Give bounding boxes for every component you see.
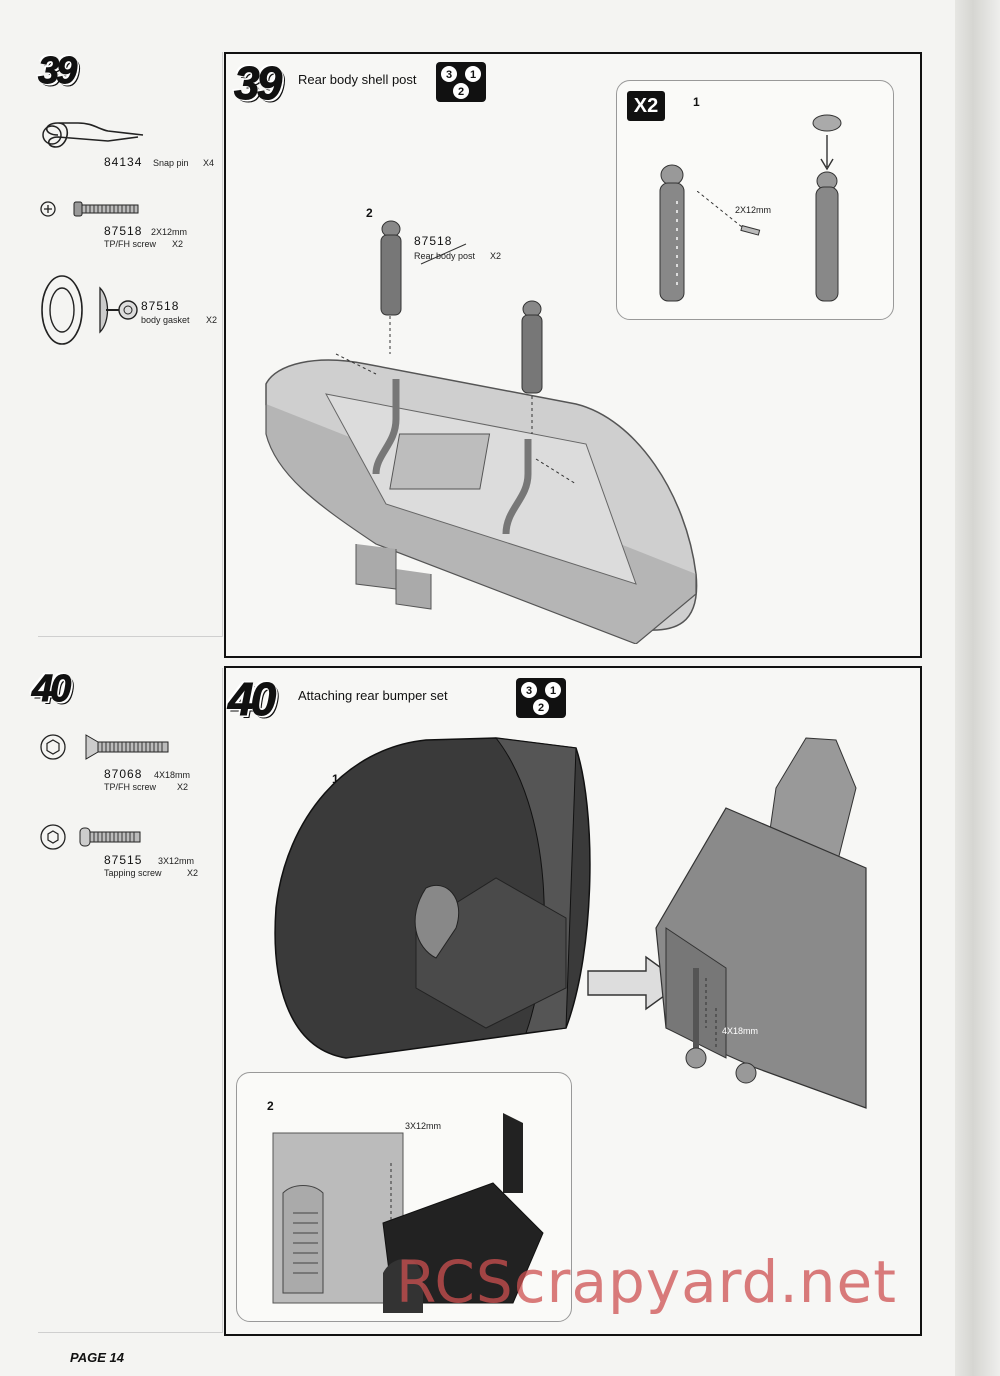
screw-detail-icon — [697, 191, 761, 236]
screw-size-label: 3X12mm — [405, 1121, 442, 1131]
part-desc: 3X12mm — [158, 856, 195, 866]
watermark: RCScrapyard.net — [396, 1248, 897, 1316]
part-desc-2: Tapping screw — [104, 868, 162, 878]
page-edge — [955, 0, 1000, 1376]
screw-size-label: 2X12mm — [735, 205, 772, 215]
panel-step-number: 39 — [233, 57, 282, 110]
part-code: 87518 — [104, 224, 143, 238]
part-desc: 4X18mm — [154, 770, 191, 780]
step-panel-40: 40 Attaching rear bumper set 3 1 2 1 4X1… — [224, 666, 922, 1336]
body-post-icon — [521, 300, 543, 394]
snap-pin-icon — [42, 122, 144, 148]
body-post-gasket-detail-icon — [812, 114, 842, 302]
part-qty: X4 — [203, 158, 215, 168]
part-desc: Snap pin — [153, 158, 189, 168]
detail-step-number: 2 — [267, 1099, 274, 1113]
step-number-40: 40 — [31, 668, 71, 711]
part-qty: X2 — [206, 315, 218, 325]
panel-step-number: 40 — [227, 673, 276, 726]
parts-column-40 — [38, 668, 223, 1333]
screw-3x12-icon — [40, 824, 141, 850]
screw-size-label: 4X18mm — [722, 1026, 759, 1036]
body-post-detail-icon — [659, 164, 685, 302]
order-digit: 2 — [538, 702, 544, 714]
screw-4x18-icon — [40, 734, 169, 760]
chassis-illustration — [655, 737, 867, 1109]
assembly-guide-lines — [705, 978, 717, 1048]
assembly-order-badge: 3 1 2 — [516, 678, 566, 718]
step-number-39: 39 — [37, 50, 77, 93]
part-desc: 2X12mm — [151, 227, 188, 237]
detail-box-40: 2 3X12mm — [236, 1072, 572, 1322]
order-digit: 3 — [526, 685, 532, 697]
part-qty: X2 — [177, 782, 189, 792]
rear-bumper-illustration — [274, 737, 591, 1059]
order-digit: 2 — [458, 86, 464, 98]
step-panel-39: 39 Rear body shell post 3 1 2 2 87518 Re — [224, 52, 922, 658]
part-desc-2: TP/FH screw — [104, 239, 157, 249]
detail-step-number: 1 — [693, 95, 700, 109]
main-step-number: 1 — [332, 772, 339, 786]
panel-title: Rear body shell post — [298, 72, 417, 87]
part-desc: body gasket — [141, 315, 190, 325]
assembly-guide-lines — [335, 243, 577, 485]
part-code: 84134 — [104, 155, 143, 169]
order-digit: 1 — [550, 685, 556, 697]
rear-bumper-illustration — [265, 359, 698, 644]
part-code: 87518 — [141, 299, 180, 313]
screw-icon — [40, 201, 139, 217]
callout-qty: X2 — [490, 251, 502, 261]
callout-desc: Rear body post — [414, 251, 476, 261]
part-code: 87515 — [104, 853, 143, 867]
order-digit: 3 — [446, 69, 452, 81]
part-code: 87068 — [104, 767, 143, 781]
assembly-order-badge: 3 1 2 — [436, 62, 486, 102]
order-digit: 1 — [470, 69, 476, 81]
bumper-detail-illustration — [272, 1113, 544, 1313]
panel-title: Attaching rear bumper set — [298, 688, 448, 703]
part-qty: X2 — [172, 239, 184, 249]
multiplier-badge: X2 — [627, 91, 665, 121]
detail-box-39: X2 1 2X12mm — [616, 80, 894, 320]
parts-column-39 — [38, 52, 223, 637]
callout-code: 87518 — [414, 234, 453, 248]
page-number: PAGE 14 — [70, 1350, 124, 1365]
part-desc-2: TP/FH screw — [104, 782, 157, 792]
body-gasket-icon — [41, 275, 138, 345]
part-qty: X2 — [187, 868, 199, 878]
callout-number: 2 — [366, 206, 373, 220]
body-post-icon — [380, 220, 402, 316]
